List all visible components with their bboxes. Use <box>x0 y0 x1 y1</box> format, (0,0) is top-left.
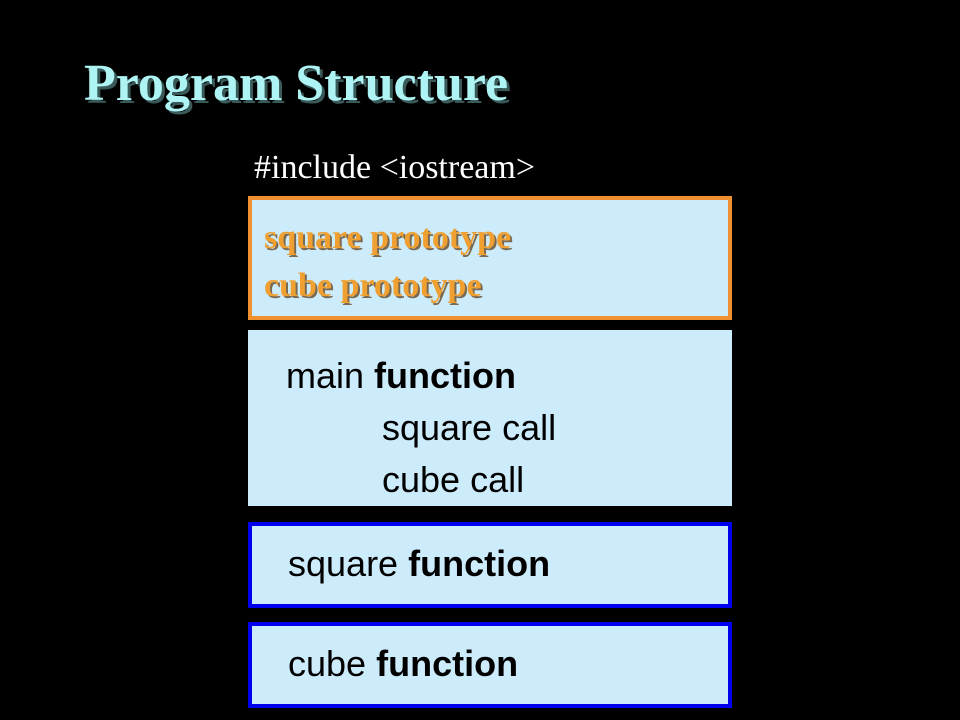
cube-function-name: cube <box>288 643 367 684</box>
main-function-name: main <box>286 355 365 396</box>
slide-title: Program Structure <box>84 55 509 112</box>
square-function-keyword: function <box>408 543 551 584</box>
cube-function-heading: cube function <box>288 638 728 690</box>
square-function-box: square function <box>248 522 732 608</box>
main-function-box: main function square call cube call <box>248 330 732 506</box>
square-call-label: square call <box>382 407 557 448</box>
cube-prototype-label: cube prototype <box>264 267 482 304</box>
cube-call-label: cube call <box>382 459 525 500</box>
prototype-box: square prototype cube prototype <box>248 196 732 320</box>
square-prototype-label: square prototype <box>264 219 512 256</box>
main-function-heading: main function <box>286 350 732 402</box>
cube-function-box: cube function <box>248 622 732 708</box>
cube-function-keyword: function <box>376 643 519 684</box>
square-function-name: square <box>288 543 399 584</box>
square-function-heading: square function <box>288 538 728 590</box>
main-function-keyword: function <box>374 355 517 396</box>
include-directive: #include <iostream> <box>254 149 535 186</box>
